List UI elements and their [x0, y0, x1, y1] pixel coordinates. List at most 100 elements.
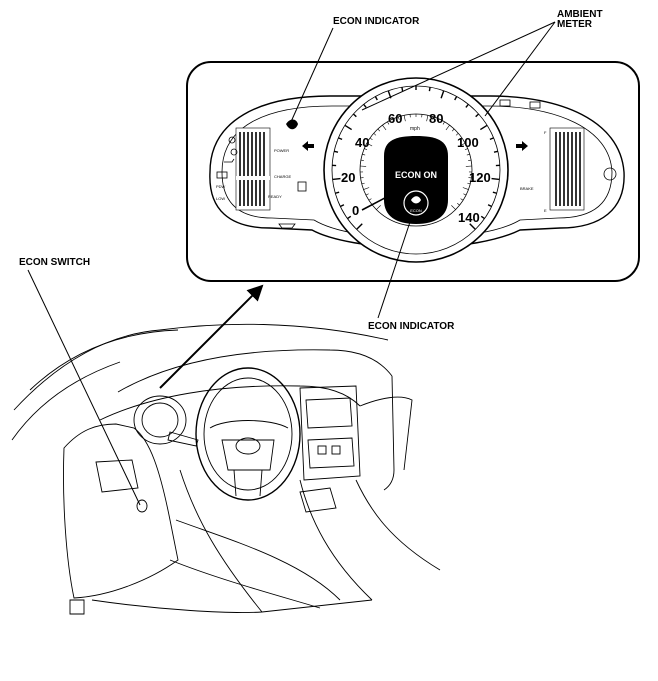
- inner-tick: [464, 148, 468, 150]
- econ-leaf-icon-top: [286, 119, 298, 130]
- speed-number-60: 60: [388, 111, 402, 126]
- speed-number-120: 120: [469, 170, 491, 185]
- econ-badge-text: ECON: [410, 208, 422, 213]
- outer-tick: [352, 113, 357, 118]
- inner-tick: [462, 187, 469, 190]
- leader-econ-indicator-bottom: [377, 215, 413, 319]
- car-interior-drawing: [11, 323, 441, 615]
- inner-tick: [403, 115, 406, 122]
- high-beam-icon: [499, 99, 511, 107]
- inner-tick: [445, 124, 450, 131]
- left-turn-arrow-icon: [302, 141, 314, 151]
- steering-wheel: [195, 367, 301, 501]
- power-charge-gauge: POWER CHARGE READY: [235, 127, 291, 211]
- cluster-inner-rim: [221, 105, 613, 239]
- outer-tick: [356, 223, 363, 230]
- econ-leaf-icon: [411, 196, 421, 204]
- inner-tick: [459, 137, 463, 141]
- inner-tick: [455, 133, 459, 136]
- inner-tick: [457, 203, 460, 206]
- inner-tick: [377, 128, 381, 132]
- outer-tick: [454, 96, 458, 101]
- outer-tick: [428, 87, 431, 92]
- fuel-pump-icon-left: [278, 223, 296, 229]
- inner-tick: [364, 148, 368, 150]
- outer-tick: [332, 177, 341, 181]
- leader-ambient-meter-right: [484, 21, 556, 117]
- center-display: ECON ON ECON: [384, 136, 448, 224]
- inner-tick: [466, 153, 470, 156]
- left-warning-icons: [216, 136, 238, 179]
- fuel-label-empty: E: [544, 208, 547, 213]
- econ-indicator-bottom-label: ECON INDICATOR: [368, 321, 455, 332]
- inner-tick: [451, 128, 455, 132]
- outer-tick: [335, 191, 340, 194]
- inner-tick: [376, 205, 381, 210]
- outer-tick: [440, 90, 445, 99]
- outer-tick: [469, 223, 476, 230]
- outer-tick: [492, 191, 497, 194]
- outer-tick: [475, 113, 480, 118]
- inner-tick: [365, 193, 369, 196]
- outer-tick: [340, 204, 345, 208]
- outer-tick: [363, 103, 367, 108]
- speed-number-140: 140: [458, 210, 480, 225]
- gauge-label-charge: CHARGE: [274, 174, 291, 179]
- inner-tick: [361, 182, 365, 185]
- outer-tick: [374, 96, 378, 101]
- fuel-label-full: F: [544, 130, 547, 135]
- econ-indicator-top-label: ECON INDICATOR: [333, 16, 420, 27]
- inner-tick: [398, 116, 400, 120]
- outer-tick: [465, 103, 469, 108]
- ambient-meter-label-line1: AMBIENT: [557, 9, 603, 20]
- inner-tick: [432, 116, 434, 120]
- inner-tick: [368, 198, 372, 201]
- speed-number-100: 100: [457, 135, 479, 150]
- speed-number-0: 0: [352, 203, 359, 218]
- right-turn-arrow-icon: [516, 141, 528, 151]
- speed-number-80: 80: [429, 111, 443, 126]
- outer-tick: [401, 87, 404, 92]
- inner-tick: [451, 205, 456, 210]
- fuel-gauge: F E: [544, 127, 585, 213]
- inner-tick: [363, 187, 370, 190]
- inner-tick: [467, 182, 471, 185]
- inner-tick: [387, 121, 390, 125]
- outer-tick: [491, 177, 500, 181]
- leader-econ-indicator-top: [289, 27, 334, 125]
- outer-tick: [480, 215, 485, 220]
- ambient-meter-label-line2: METER: [557, 19, 592, 30]
- outer-tick: [487, 204, 492, 208]
- outer-tick: [493, 150, 499, 153]
- inner-tick: [366, 142, 373, 147]
- inner-tick: [392, 118, 395, 122]
- gauge-label-ready: READY: [268, 194, 282, 199]
- inner-tick: [373, 133, 377, 136]
- inner-tick: [360, 159, 364, 161]
- inner-tick: [468, 159, 472, 161]
- econ-on-text: ECON ON: [395, 170, 437, 180]
- inner-tick: [460, 198, 464, 201]
- label-low: LOW: [216, 196, 225, 201]
- gauge-label-power: POWER: [274, 148, 289, 153]
- outer-tick: [338, 137, 343, 141]
- speed-number-40: 40: [355, 135, 369, 150]
- inner-tick: [459, 142, 466, 147]
- outer-tick: [489, 137, 494, 141]
- outer-tick: [479, 124, 488, 131]
- inner-tick: [442, 121, 445, 125]
- label-pdw: PDW: [216, 184, 226, 189]
- inner-tick: [382, 124, 387, 131]
- right-dial-knob-icon: [603, 167, 617, 181]
- inner-tick: [362, 153, 366, 156]
- econ-switch-label: ECON SWITCH: [19, 257, 91, 268]
- outer-tick: [344, 124, 353, 131]
- inner-tick: [463, 193, 467, 196]
- speed-number-20: 20: [341, 170, 355, 185]
- zoom-arrow: [159, 284, 264, 389]
- inner-tick: [437, 118, 440, 122]
- door-icon: [529, 101, 541, 109]
- inner-tick: [369, 137, 373, 141]
- leader-econ-switch: [27, 269, 141, 506]
